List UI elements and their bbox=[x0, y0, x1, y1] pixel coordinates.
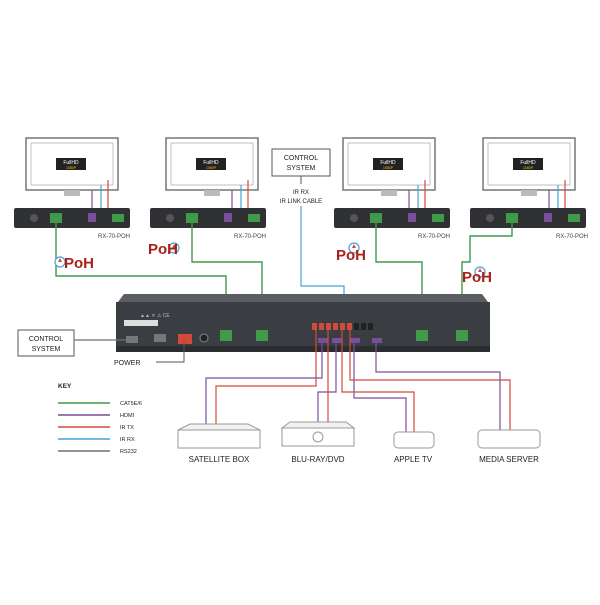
key-item-hdmi: HDMI bbox=[58, 413, 135, 419]
tv-badge-line2: 1080P bbox=[523, 166, 534, 170]
key-label: IR RX bbox=[120, 437, 135, 443]
tv-badge-line2: 1080P bbox=[383, 166, 394, 170]
poh-badge: PoH bbox=[336, 242, 366, 264]
key-label: CAT5E/6 bbox=[120, 401, 142, 407]
poh-label: PoH bbox=[64, 255, 94, 272]
power-connection: POWER bbox=[114, 342, 185, 367]
media-server: MEDIA SERVER bbox=[477, 429, 541, 464]
tv-4: FullHD 1080P bbox=[482, 137, 576, 196]
poh-label: PoH bbox=[336, 247, 366, 264]
tv-1: FullHD 1080P bbox=[25, 137, 119, 196]
matrix-unit: ▲▲ ✕ ⚠ CE bbox=[116, 294, 490, 352]
key-title: KEY bbox=[58, 383, 72, 390]
tv-badge-line1: FullHD bbox=[380, 160, 396, 166]
key-item-irrx: IR RX bbox=[58, 437, 135, 443]
tv-3: FullHD 1080P bbox=[342, 137, 436, 196]
ir-link-line1: IR RX bbox=[293, 190, 309, 196]
receiver-3: RX-70-POH bbox=[334, 208, 450, 240]
ir-port-bank bbox=[312, 323, 373, 330]
apple-tv: APPLE TV bbox=[393, 431, 435, 464]
key-label: RS232 bbox=[120, 449, 137, 455]
power-label: POWER bbox=[114, 360, 140, 367]
source-label: MEDIA SERVER bbox=[479, 455, 539, 464]
receiver-label: RX-70-POH bbox=[234, 234, 266, 240]
source-label: BLU-RAY/DVD bbox=[291, 455, 344, 464]
tv-badge-line1: FullHD bbox=[203, 160, 219, 166]
key-item-cat: CAT5E/6 bbox=[58, 401, 142, 407]
bluray-dvd-player: BLU-RAY/DVD bbox=[280, 421, 356, 464]
poh-label: PoH bbox=[462, 269, 492, 286]
key-label: HDMI bbox=[120, 413, 135, 419]
poh-label: PoH bbox=[148, 241, 178, 258]
source-label: SATELLITE BOX bbox=[189, 455, 250, 464]
receiver-label: RX-70-POH bbox=[556, 234, 588, 240]
ir-link-line2: IR LINK CABLE bbox=[280, 199, 322, 205]
satellite-box: SATELLITE BOX bbox=[177, 423, 261, 464]
control-system-left-line1: CONTROL bbox=[29, 336, 63, 343]
tv-badge-line2: 1080P bbox=[66, 166, 77, 170]
tv-badge-line2: 1080P bbox=[206, 166, 217, 170]
receiver-4: RX-70-POH bbox=[470, 208, 588, 240]
control-system-top: CONTROL SYSTEM IR RX IR LINK CABLE bbox=[271, 148, 345, 318]
tv-badge-line1: FullHD bbox=[63, 160, 79, 166]
receiver-1: RX-70-POH bbox=[14, 208, 130, 240]
key-legend: KEY CAT5E/6 HDMI IR TX IR RX RS232 bbox=[58, 383, 142, 455]
control-system-left-line2: SYSTEM bbox=[32, 346, 61, 353]
key-item-irtx: IR TX bbox=[58, 425, 134, 431]
receiver-label: RX-70-POH bbox=[98, 234, 130, 240]
poh-badge: PoH bbox=[54, 255, 94, 272]
tv-badge-line1: FullHD bbox=[520, 160, 536, 166]
key-item-rs232: RS232 bbox=[58, 449, 137, 455]
poh-badge: PoH bbox=[148, 241, 180, 258]
poh-badges: PoH PoH PoH PoH bbox=[54, 241, 492, 286]
receiver-2: RX-70-POH bbox=[150, 208, 266, 240]
source-cables bbox=[205, 330, 511, 432]
control-system-top-line1: CONTROL bbox=[284, 155, 318, 162]
tv-2: FullHD 1080P bbox=[165, 137, 259, 196]
receiver-label: RX-70-POH bbox=[418, 234, 450, 240]
svg-text:▲▲ ✕ ⚠ CE: ▲▲ ✕ ⚠ CE bbox=[140, 313, 170, 319]
control-system-top-line2: SYSTEM bbox=[287, 165, 316, 172]
poh-badge: PoH bbox=[462, 266, 492, 286]
source-label: APPLE TV bbox=[394, 455, 433, 464]
control-system-left: CONTROL SYSTEM bbox=[17, 329, 126, 357]
key-label: IR TX bbox=[120, 425, 134, 431]
